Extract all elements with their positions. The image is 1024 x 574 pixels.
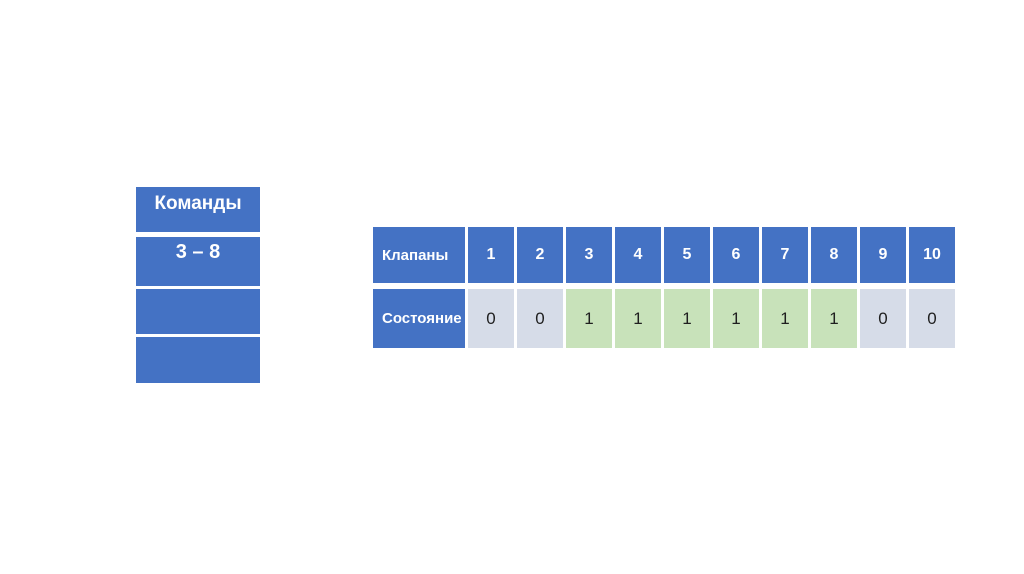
- valve-number-header: 1: [468, 227, 514, 283]
- valve-state-cell: 0: [860, 289, 906, 348]
- valves-label-cell: Клапаны: [373, 227, 465, 283]
- commands-table: Команды 3 – 8: [136, 187, 260, 383]
- valve-number-header: 2: [517, 227, 563, 283]
- valve-state-cell: 1: [615, 289, 661, 348]
- commands-empty-cell: [136, 289, 260, 334]
- valve-state-cell: 1: [566, 289, 612, 348]
- valve-number-header: 5: [664, 227, 710, 283]
- valve-number-header: 10: [909, 227, 955, 283]
- commands-range-cell: 3 – 8: [136, 237, 260, 286]
- valve-number-header: 4: [615, 227, 661, 283]
- valve-number-header: 8: [811, 227, 857, 283]
- valve-state-cell: 1: [713, 289, 759, 348]
- states-label-cell: Состояние: [373, 289, 465, 348]
- valve-state-cell: 0: [517, 289, 563, 348]
- commands-empty-cell: [136, 337, 260, 383]
- commands-table-title: Команды: [136, 187, 260, 232]
- valve-state-cell: 0: [909, 289, 955, 348]
- valve-number-header: 6: [713, 227, 759, 283]
- valve-state-cell: 0: [468, 289, 514, 348]
- valve-state-cell: 1: [762, 289, 808, 348]
- valve-number-header: 3: [566, 227, 612, 283]
- valve-number-header: 7: [762, 227, 808, 283]
- valves-table: Клапаны 1 2 3 4 5 6 7 8 9 10 Состояние 0…: [373, 227, 955, 348]
- valve-number-header: 9: [860, 227, 906, 283]
- valve-state-cell: 1: [664, 289, 710, 348]
- valve-state-cell: 1: [811, 289, 857, 348]
